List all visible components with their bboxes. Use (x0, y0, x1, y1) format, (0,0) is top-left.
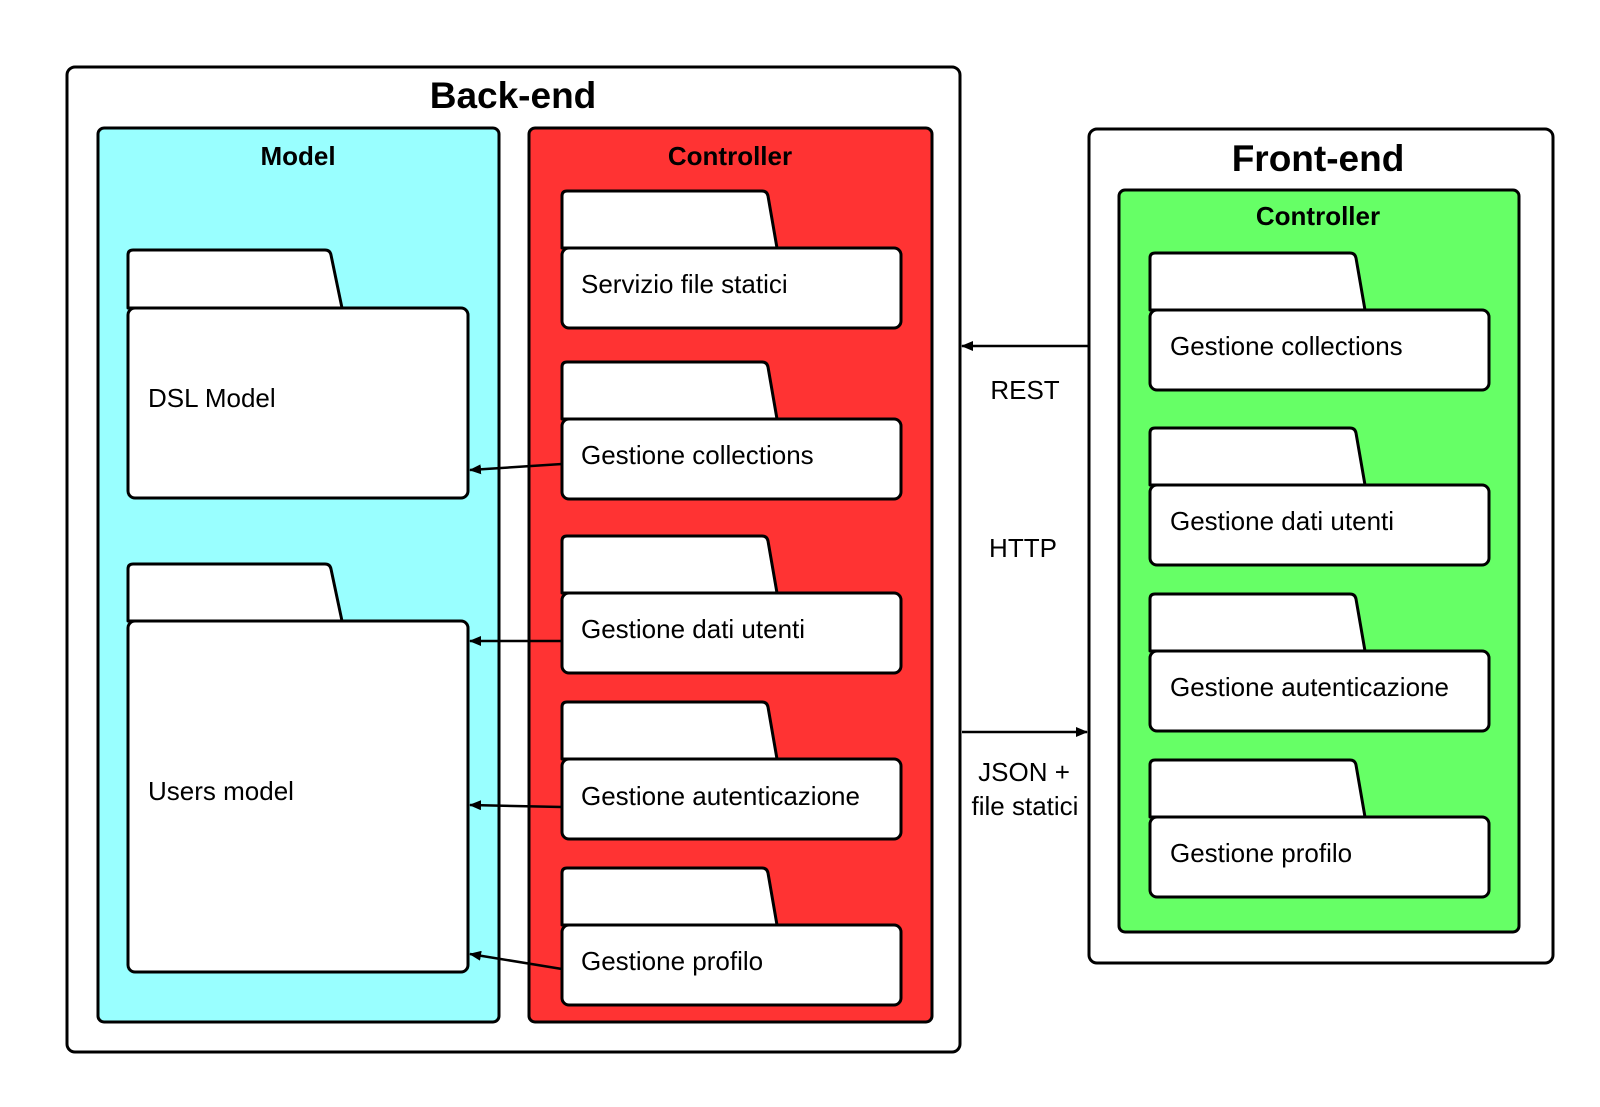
rest-label: REST (990, 375, 1059, 405)
package-gestione-profilo-backend[interactable]: Gestione profilo (560, 866, 903, 1007)
package-body (126, 306, 470, 500)
package-gestione-autenticazione-backend[interactable]: Gestione autenticazione (560, 700, 903, 841)
package-label: Gestione collections (1170, 331, 1403, 361)
package-label: Gestione profilo (1170, 838, 1352, 868)
package-label: Gestione dati utenti (1170, 506, 1394, 536)
package-tab (560, 534, 779, 595)
package-label: Gestione collections (581, 440, 814, 470)
package-body (560, 923, 903, 1007)
package-tab (560, 189, 779, 250)
frontend-title: Front-end (1232, 138, 1405, 179)
arrow-collections-to-dsl-model (469, 462, 563, 475)
arrow-autenticazione-to-users-model (469, 800, 563, 811)
package-dsl-model[interactable]: DSL Model (126, 248, 470, 500)
package-label: Servizio file statici (581, 269, 788, 299)
package-body (560, 246, 903, 330)
package-gestione-dati-utenti-backend[interactable]: Gestione dati utenti (560, 534, 903, 675)
package-body (126, 619, 470, 974)
package-body (1148, 815, 1491, 899)
package-label: Gestione autenticazione (1170, 672, 1449, 702)
package-tab (560, 360, 779, 421)
package-label: Users model (148, 776, 294, 806)
package-body (560, 757, 903, 841)
package-gestione-dati-utenti-frontend[interactable]: Gestione dati utenti (1148, 426, 1491, 567)
package-gestione-autenticazione-frontend[interactable]: Gestione autenticazione (1148, 592, 1491, 733)
package-body (1148, 649, 1491, 733)
package-body (560, 591, 903, 675)
model-lane-title: Model (260, 141, 335, 171)
package-label: DSL Model (148, 383, 276, 413)
package-gestione-profilo-frontend[interactable]: Gestione profilo (1148, 758, 1491, 899)
json-label-line1: JSON + (978, 757, 1070, 787)
package-gestione-collections-backend[interactable]: Gestione collections (560, 360, 903, 501)
package-tab (560, 700, 779, 761)
package-servizio-file-statici[interactable]: Servizio file statici (560, 189, 903, 330)
package-tab (1148, 251, 1367, 312)
package-body (1148, 483, 1491, 567)
package-users-model[interactable]: Users model (126, 562, 470, 974)
backend-title: Back-end (430, 75, 597, 116)
package-tab (560, 866, 779, 927)
package-label: Gestione profilo (581, 946, 763, 976)
frontend-controller-title: Controller (1256, 201, 1380, 231)
http-label: HTTP (989, 533, 1057, 563)
package-tab (1148, 592, 1367, 653)
package-body (1148, 308, 1491, 392)
package-label: Gestione autenticazione (581, 781, 860, 811)
json-label-line2: file statici (972, 791, 1079, 821)
package-tab (1148, 758, 1367, 819)
backend-controller-title: Controller (668, 141, 792, 171)
package-tab (1148, 426, 1367, 487)
package-tab (126, 248, 344, 310)
package-label: Gestione dati utenti (581, 614, 805, 644)
package-tab (126, 562, 344, 623)
package-gestione-collections-frontend[interactable]: Gestione collections (1148, 251, 1491, 392)
package-body (560, 417, 903, 501)
arrow-profilo-to-users-model (469, 950, 563, 971)
